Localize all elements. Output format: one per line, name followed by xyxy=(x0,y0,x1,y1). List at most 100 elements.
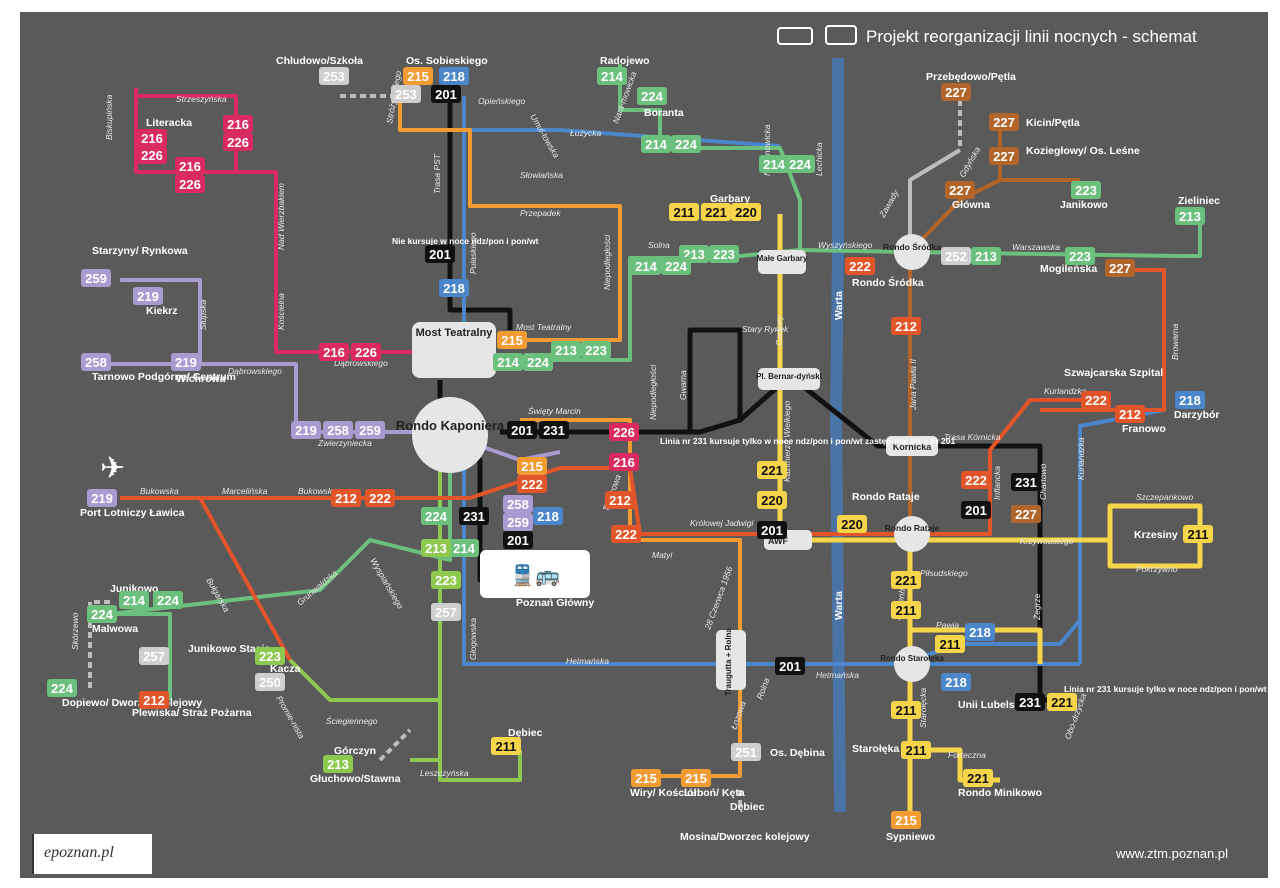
route-badge-218: 218 xyxy=(439,67,469,85)
route-badge-number: 212 xyxy=(143,693,165,708)
route-badge-bg xyxy=(175,157,205,175)
route-badge-bg xyxy=(1175,391,1205,409)
route-badge-bg xyxy=(637,87,667,105)
route-badge-201: 201 xyxy=(757,521,787,539)
route-badge-bg xyxy=(671,135,701,153)
street-label: Nad Wierzbakiem xyxy=(276,183,286,250)
route-badge-number: 224 xyxy=(51,681,73,696)
route-badge-259: 259 xyxy=(503,513,533,531)
hub-male-garbary xyxy=(758,250,806,274)
route-badge-201: 201 xyxy=(507,421,537,439)
route-badge-number: 216 xyxy=(141,131,163,146)
route-badge-number: 216 xyxy=(613,455,635,470)
route-badge-214: 214 xyxy=(119,591,149,609)
route-badge-number: 222 xyxy=(521,477,543,492)
street-label: Słupska xyxy=(198,299,208,330)
route-badge-bg xyxy=(891,601,921,619)
route-badge-bg xyxy=(517,475,547,493)
route-badge-number: 218 xyxy=(969,625,991,640)
street-label: Pułaskiego xyxy=(468,232,478,274)
route-badge-218: 218 xyxy=(941,673,971,691)
street-label: Łużycka xyxy=(570,128,601,138)
river-warta: Warta Warta xyxy=(829,58,846,813)
route-badge-bg xyxy=(891,571,921,589)
route-badge-number: 224 xyxy=(527,355,549,370)
street-label: Słowiańska xyxy=(520,170,563,180)
route-badge-bg xyxy=(941,83,971,101)
route-badge-219: 219 xyxy=(291,421,321,439)
street-label: Naramowicka xyxy=(762,124,772,176)
hub-label: AWF xyxy=(768,536,788,546)
route-badge-number: 258 xyxy=(327,423,349,438)
route-badge-bg xyxy=(47,679,77,697)
route-badge-bg xyxy=(223,133,253,151)
street-label: Hetmańska xyxy=(816,670,859,680)
stop-label: Port Lotniczy Ławica xyxy=(80,507,185,519)
route-badge-bg xyxy=(175,175,205,193)
stop-label: Rondo Minikowo xyxy=(958,787,1042,799)
route-badge-bg xyxy=(605,491,635,509)
stop-label: Dębiec xyxy=(730,801,765,813)
route-badge-number: 231 xyxy=(1015,475,1037,490)
route-badge-bg xyxy=(757,521,787,539)
route-badge-bg xyxy=(581,341,611,359)
route-badge-211: 211 xyxy=(935,635,965,653)
route-badge-bg xyxy=(1081,391,1111,409)
route-badge-bg xyxy=(133,287,163,305)
bus-icon xyxy=(777,27,813,45)
route-badge-223: 223 xyxy=(709,245,739,263)
street-label: Kurlandzka xyxy=(1044,386,1087,396)
street-label: Głogowska xyxy=(468,618,478,660)
route-badge-number: 215 xyxy=(407,69,429,84)
route-badge-number: 253 xyxy=(395,87,417,102)
route-badge-bg xyxy=(731,203,761,221)
route-badge-number: 223 xyxy=(1069,249,1091,264)
route-badge-218: 218 xyxy=(439,279,469,297)
route-badge-201: 201 xyxy=(425,245,455,263)
route-badge-bg xyxy=(941,673,971,691)
route-badge-221: 221 xyxy=(701,203,731,221)
route-badge-223: 223 xyxy=(1071,181,1101,199)
route-badge-number: 223 xyxy=(713,247,735,262)
hub-traugutta xyxy=(716,630,746,690)
route-badge-216: 216 xyxy=(175,157,205,175)
hub-label: Rondo Kaponiera xyxy=(396,418,505,433)
route-badge-number: 259 xyxy=(359,423,381,438)
hubs: Most Teatralny Rondo Kaponiera Małe Garb… xyxy=(396,234,944,696)
route-badge-216: 216 xyxy=(137,129,167,147)
route-badge-number: 211 xyxy=(896,603,917,618)
route-badge-253: 253 xyxy=(319,67,349,85)
route-badge-bg xyxy=(775,657,805,675)
street-label: Kościelna xyxy=(276,293,286,330)
route-badge-number: 258 xyxy=(507,497,529,512)
route-badge-211: 211 xyxy=(891,701,921,719)
route-badge-216: 216 xyxy=(223,115,253,133)
line-213-223 xyxy=(288,470,522,782)
street-label: Opieńskiego xyxy=(478,96,526,106)
line-218 xyxy=(462,96,1165,666)
route-badge-bg xyxy=(1065,247,1095,265)
route-badge-bg xyxy=(935,635,965,653)
route-badge-bg xyxy=(139,647,169,665)
route-badge-bg xyxy=(1011,505,1041,523)
route-badge-number: 211 xyxy=(1188,527,1209,542)
stop-label: Koziegłowy/ Os. Leśne xyxy=(1026,145,1140,157)
route-badge-214: 214 xyxy=(641,135,671,153)
route-badge-bg xyxy=(439,67,469,85)
route-badge-bg xyxy=(431,85,461,103)
route-badge-number: 224 xyxy=(675,137,697,152)
route-badge-number: 250 xyxy=(259,675,281,690)
stop-label: Os. Sobieskiego xyxy=(406,55,488,67)
route-badge-number: 213 xyxy=(555,343,577,358)
route-badge-number: 213 xyxy=(975,249,997,264)
route-badge-227: 227 xyxy=(1011,505,1041,523)
hub-pl-bernardynski xyxy=(758,368,820,390)
route-badge-bg xyxy=(503,531,533,549)
train-icon: 🚆🚌 xyxy=(510,563,560,587)
route-badge-227: 227 xyxy=(945,181,975,199)
route-badge-bg xyxy=(331,489,361,507)
route-badge-251: 251 xyxy=(731,743,761,761)
route-badge-number: 251 xyxy=(735,745,757,760)
route-badge-219: 219 xyxy=(87,489,117,507)
route-badge-bg xyxy=(989,147,1019,165)
